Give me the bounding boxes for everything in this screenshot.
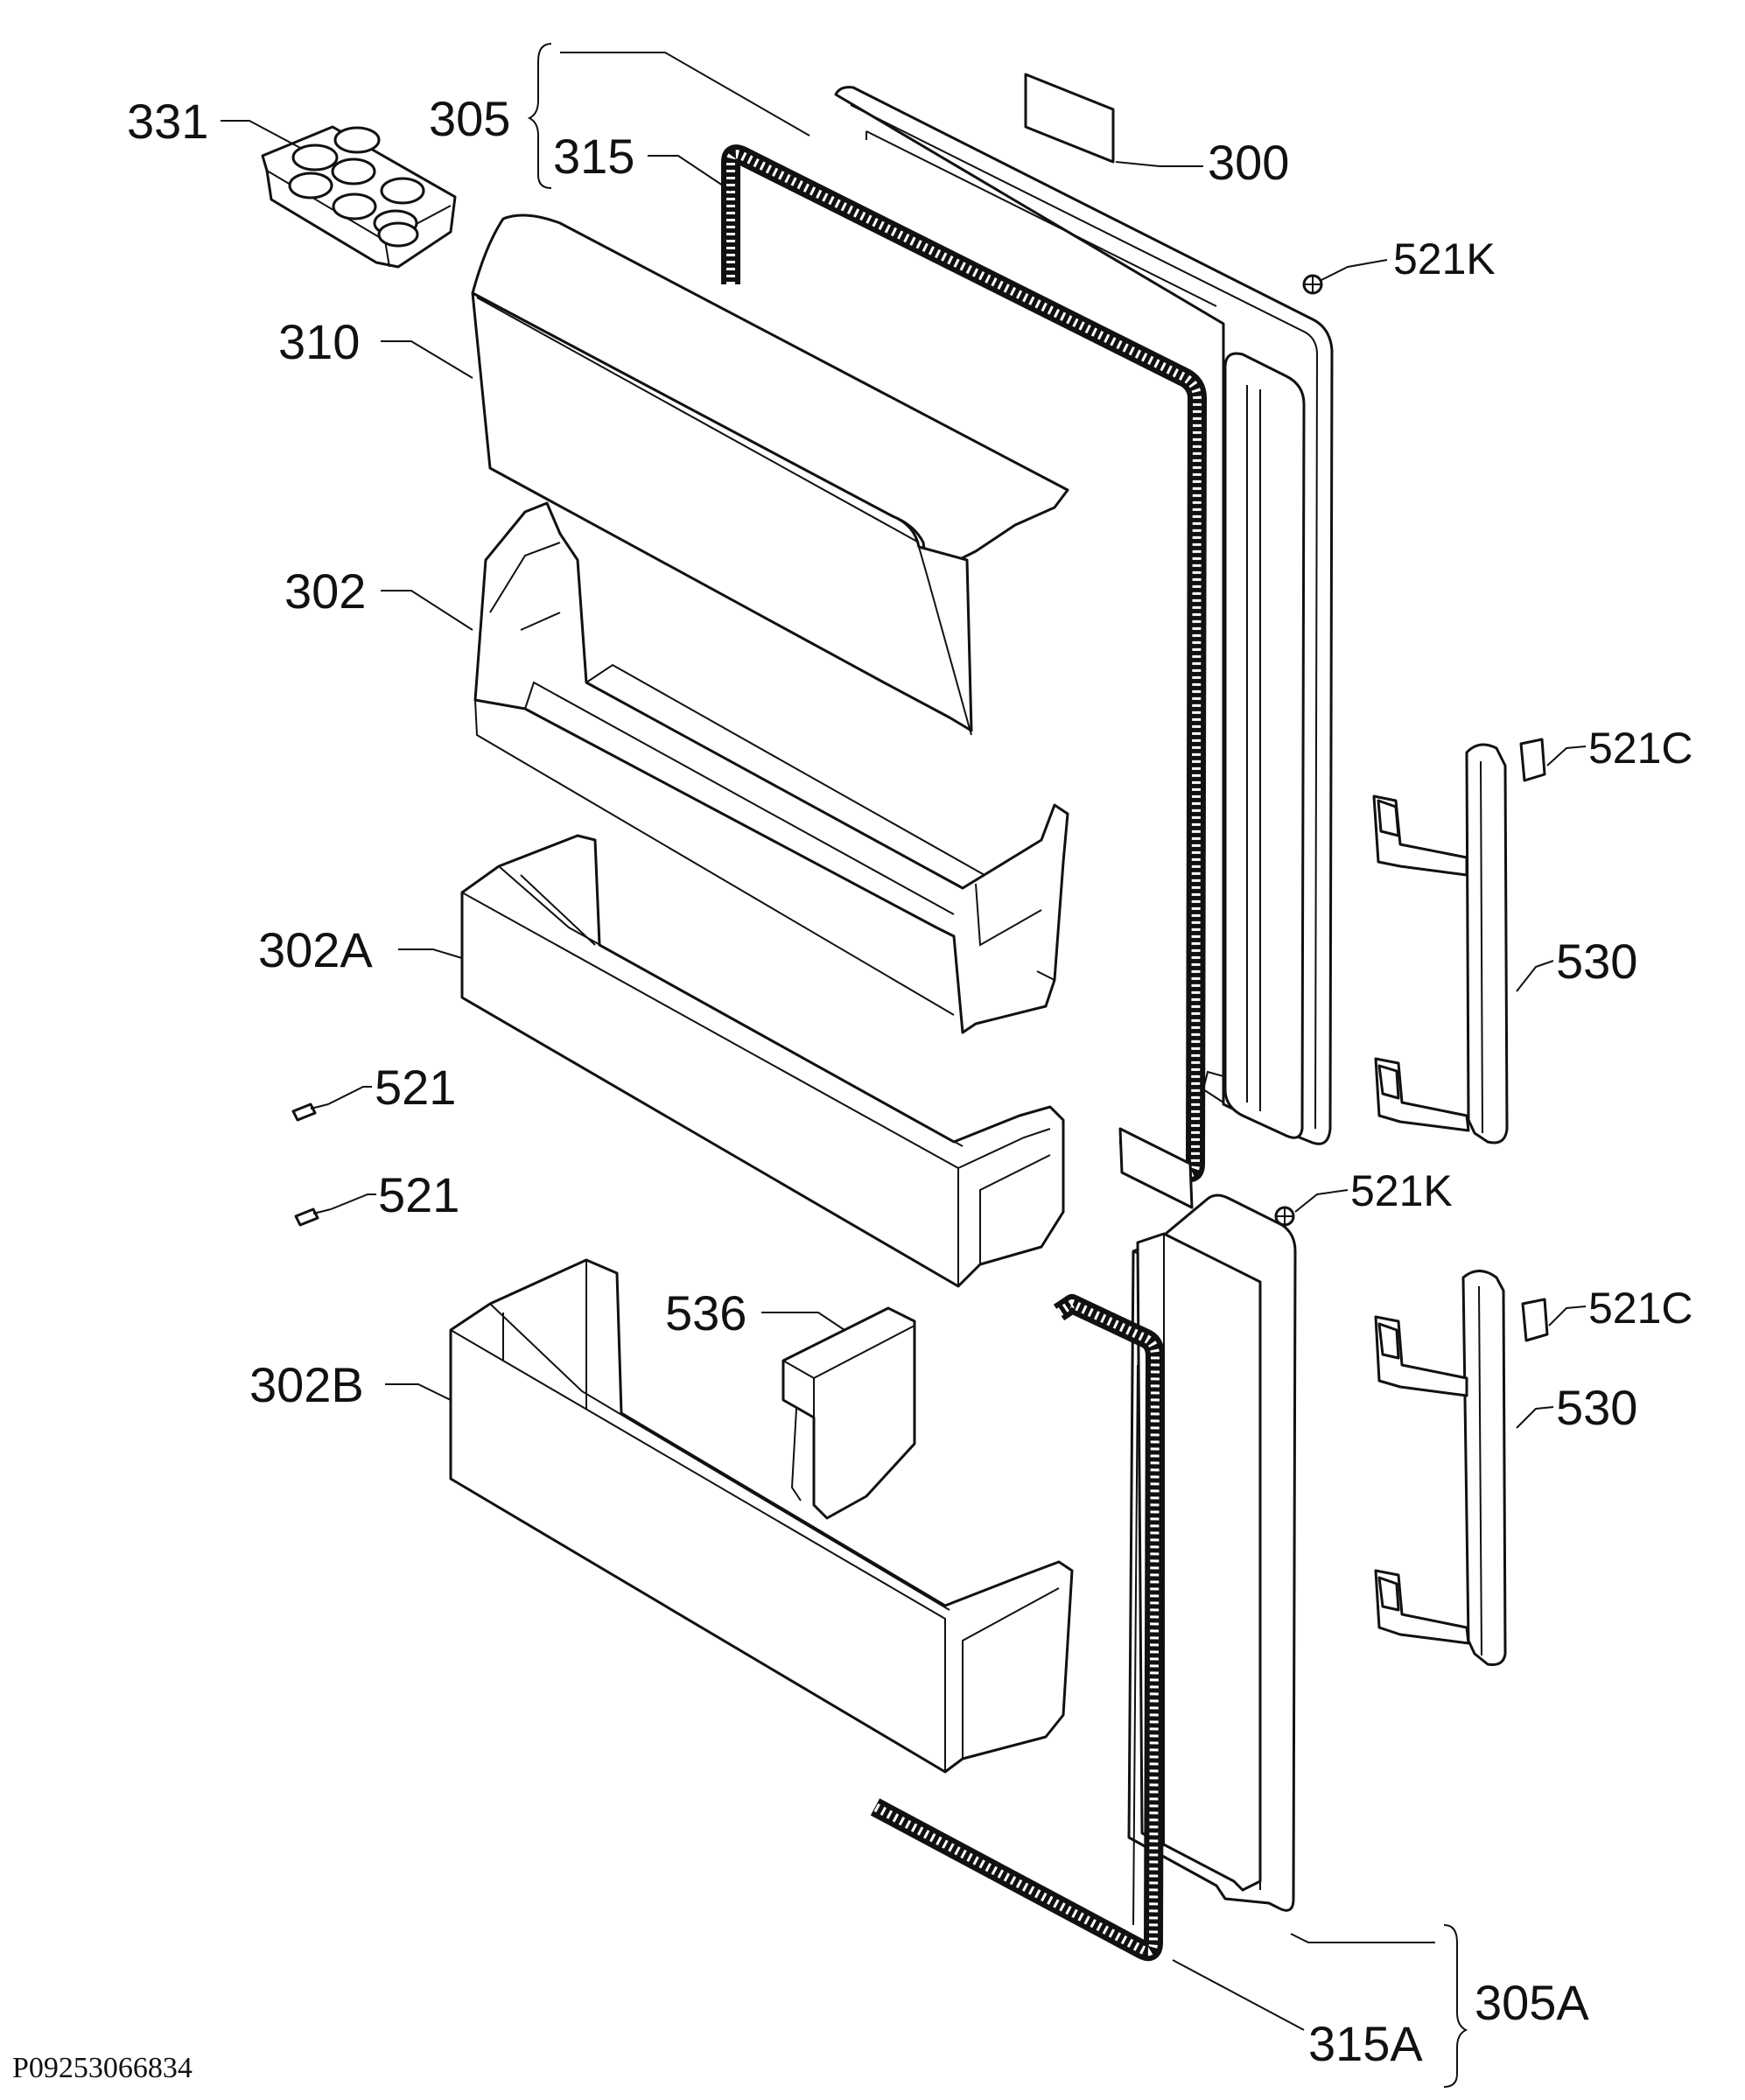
leader-lines [221,52,1587,2031]
callout-315: 315 [553,129,634,184]
rating-label-plate [1024,73,1115,164]
callout-300: 300 [1208,135,1289,190]
callout-302b: 302B [249,1357,364,1412]
callout-536: 536 [665,1285,746,1340]
lower-door-gasket [870,1294,1165,1962]
egg-tray [261,125,457,269]
handle-cap-521c-top [1519,738,1546,782]
door-shelf-302b [449,1258,1074,1774]
callout-305a: 305A [1475,1975,1589,2030]
callout-521-a: 521 [375,1060,456,1115]
callout-521k-top: 521K [1393,234,1496,284]
hinge-screw-521k-mid [1274,1206,1295,1227]
callout-530-top: 530 [1556,934,1637,989]
callout-302a: 302A [258,922,373,977]
door-shelf-302 [473,501,1069,1034]
handle-cap-521c-bottom [1521,1298,1549,1342]
door-handle-530-top [1372,743,1509,1144]
callout-305: 305 [429,91,510,146]
lower-gasket-inner-edge [1132,1364,1139,1926]
callout-530-bottom: 530 [1556,1380,1637,1435]
callout-521k-mid: 521K [1350,1166,1453,1215]
door-handle-530-bottom [1374,1270,1507,1666]
hinge-screw-521k-top [1302,274,1323,295]
bracket-305 [527,43,552,189]
callout-302: 302 [284,564,366,619]
bottle-retainer-536 [781,1306,916,1520]
callout-310: 310 [278,314,360,369]
callout-521c-top: 521C [1588,724,1693,773]
screw-521-b [294,1208,332,1227]
upper-door-panel [834,86,1334,1145]
screw-521-a [291,1102,329,1122]
door-shelf-302a [460,834,1065,1288]
drawing-code: P09253066834 [12,2052,193,2084]
callout-521c-bottom: 521C [1588,1284,1693,1333]
callout-331: 331 [127,94,208,149]
upper-gasket-corner [1118,1127,1194,1209]
callout-521-b: 521 [378,1167,459,1222]
callout-315a: 315A [1308,2016,1423,2071]
shelf-flap-cover [471,214,1069,736]
bracket-305a [1443,1924,1468,2088]
